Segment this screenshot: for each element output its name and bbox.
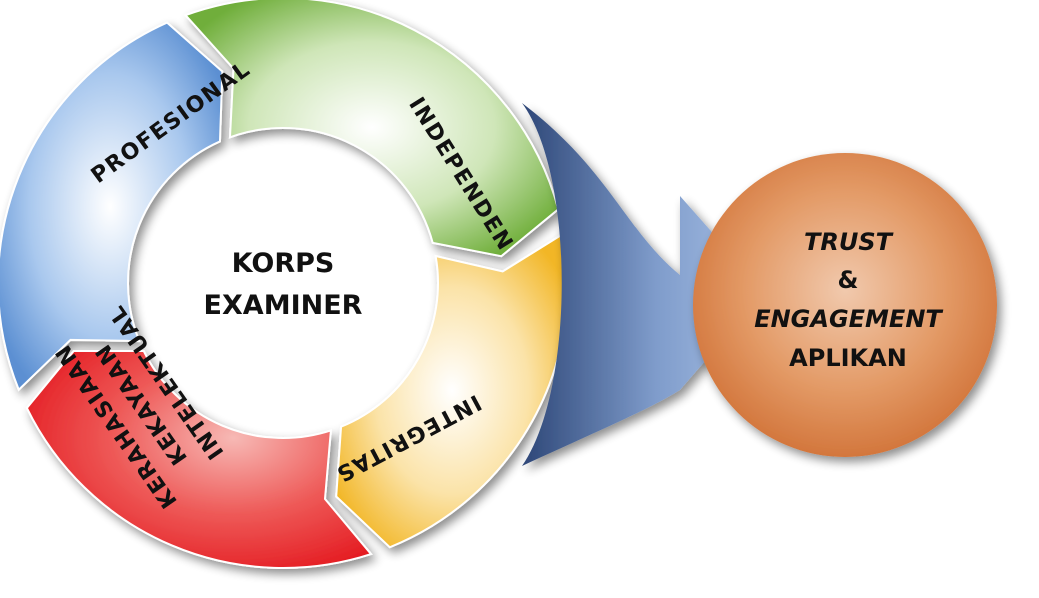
cycle-ring <box>0 0 569 569</box>
flow-arrow <box>522 103 765 466</box>
segment-profesional <box>0 21 224 392</box>
segment-independen <box>183 0 560 258</box>
result-line-aplikan: APLIKAN <box>789 344 907 372</box>
result-line-engagement: ENGAGEMENT <box>754 305 943 333</box>
result-circle <box>693 153 997 457</box>
center-circle <box>161 161 405 405</box>
result-line-ampersand: & <box>838 266 859 294</box>
segment-kerahasiaan <box>25 349 373 569</box>
center-line-korps: KORPS <box>232 248 335 279</box>
center-line-examiner: EXAMINER <box>204 290 363 321</box>
result-line-trust: TRUST <box>804 228 894 256</box>
